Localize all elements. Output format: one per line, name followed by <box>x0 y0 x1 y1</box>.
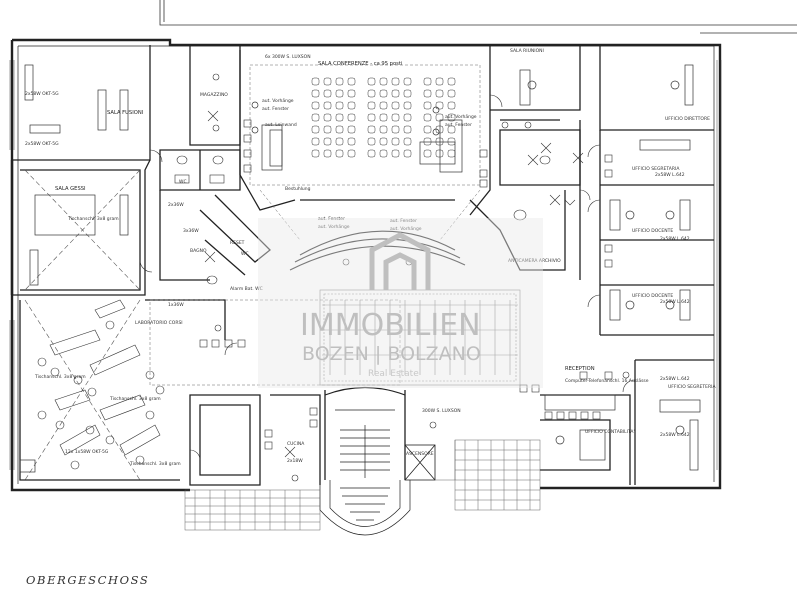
conference-furniture <box>251 101 463 173</box>
floor-title: OBERGESCHOSS <box>26 573 150 587</box>
watermark-line-2: BOZEN | BOLZANO <box>302 343 481 365</box>
note-lamp-2x58-e: 2x58W L.642 <box>660 299 690 305</box>
label-reset: RESET <box>230 240 245 246</box>
watermark-line-3: Real Estate <box>368 369 419 379</box>
note-fenster-2: aut. Fenster <box>445 122 472 128</box>
stairwell <box>319 386 411 536</box>
note-vorhang-3: aut. Vorhänge <box>318 224 350 230</box>
note-vorhang-4: aut. Vorhänge <box>390 226 422 232</box>
label-bestuhlung: Bestuhlung <box>285 186 311 192</box>
note-lamp-2x18: 2x18W <box>287 458 303 464</box>
label-sala-fusioni: SALA FUSIONI <box>107 110 144 116</box>
watermark-panel <box>258 218 543 388</box>
outer-wall-inner-face <box>17 45 715 484</box>
outer-walls <box>10 38 722 492</box>
room-labels: SALA CONFERENZE - ca 95 posti 6x 300W S.… <box>25 48 716 467</box>
office-desks-left <box>19 64 129 473</box>
label-lamp-lobby: 300W S. LUXSON <box>422 408 461 414</box>
note-leinwand: aut. Leinwand <box>265 122 297 128</box>
label-sala-riunioni: SALA RIUNIONI <box>510 48 544 54</box>
label-docente-2: UFFICIO DOCENTE <box>632 293 673 299</box>
note-lamp-2x36: 2x36W <box>168 202 184 208</box>
note-tisch-4: Tischanschl. 3x8 gram <box>129 461 181 467</box>
note-fenster-3: aut. Fenster <box>318 216 345 222</box>
note-vorhang-2: aut. Vorhänge <box>445 114 477 120</box>
lab-diagonals <box>24 169 141 481</box>
interior-walls <box>12 45 714 486</box>
watermark: IMMOBILIEN BOZEN | BOLZANO Real Estate <box>258 218 543 388</box>
label-reception: RECEPTION <box>565 366 595 372</box>
atrium-skylight <box>319 289 521 386</box>
label-cucina: CUCINA <box>287 441 305 447</box>
label-contabilita: UFFICIO CONTABILITA' <box>585 429 635 435</box>
note-tisch-1: Tischanschl. 3x8 gram <box>67 216 119 222</box>
label-docente-1: UFFICIO DOCENTE <box>632 228 673 234</box>
label-direttore: UFFICIO DIRETTORE <box>665 116 710 122</box>
note-lamp-2x58-f: 2x58W L.642 <box>660 376 690 382</box>
label-computer-phone: Computer-Telefonanschl. 16 Auslässe <box>565 378 649 384</box>
office-desks-right <box>519 64 701 471</box>
label-bagno: BAGNO <box>190 248 207 254</box>
note-lamp-2x58-c: 2x58W L.642 <box>655 172 685 178</box>
note-lamp-2x58-b: 2x58W OKT-5G <box>25 141 59 147</box>
door-swings <box>139 94 636 461</box>
watermark-line-1: IMMOBILIEN <box>300 308 481 343</box>
site-boundary <box>159 0 797 34</box>
label-sala-gessi: SALA GESSI <box>55 186 86 192</box>
label-lamp-multi: 12x 1x58W OKT-5G <box>65 449 109 455</box>
terrace-hatch <box>184 439 541 531</box>
label-ascensore: ASCENSORE <box>406 451 434 457</box>
elevator <box>404 444 436 481</box>
label-anticamera: ANTICAMERA ARCHIVIO <box>508 258 561 264</box>
label-wc-1: WC <box>179 179 187 185</box>
label-lamp-conferenze: 6x 300W S. LUXSON <box>265 54 311 60</box>
electrical-symbols <box>199 73 630 482</box>
note-lamp-2x58-d: 2x58W L.642 <box>660 236 690 242</box>
note-fenster-1: aut. Fenster <box>262 106 289 112</box>
window-hatch-left <box>9 60 15 470</box>
label-magazzino: MAGAZZINO <box>200 92 228 98</box>
window-hatch-right <box>716 60 722 470</box>
label-wc-2: WC <box>241 251 249 257</box>
note-tisch-3: Tischanschl. 3x8 gram <box>109 396 161 402</box>
note-vorhang-1: aut. Vorhänge <box>262 98 294 104</box>
label-laboratorio: LABORATORIO CORSI <box>135 320 183 326</box>
note-lamp-3x36: 3x36W <box>183 228 199 234</box>
watermark-logo-icon <box>369 232 431 290</box>
label-segretaria: UFFICIO SEGRETARIA <box>632 166 680 172</box>
conference-seating <box>311 77 456 158</box>
label-sala-conferenze: SALA CONFERENZE - ca 95 posti <box>318 61 402 67</box>
note-lamp-2x58-g: 2x58W L.642 <box>660 432 690 438</box>
note-lamp-2x58-a: 2x58W OKT-5G <box>25 91 59 97</box>
label-segreteria: UFFICIO SEGRETERIA <box>668 384 716 390</box>
label-fire-alarm: Alarm Bat. WC <box>230 286 263 292</box>
sanitary-fixtures <box>174 155 551 285</box>
note-fenster-4: aut. Fenster <box>390 218 417 224</box>
note-tisch-2: Tischanschl. 3x8 gram <box>34 374 86 380</box>
note-lamp-1x36: 1x36W <box>168 302 184 308</box>
dashed-outlines <box>149 64 481 386</box>
